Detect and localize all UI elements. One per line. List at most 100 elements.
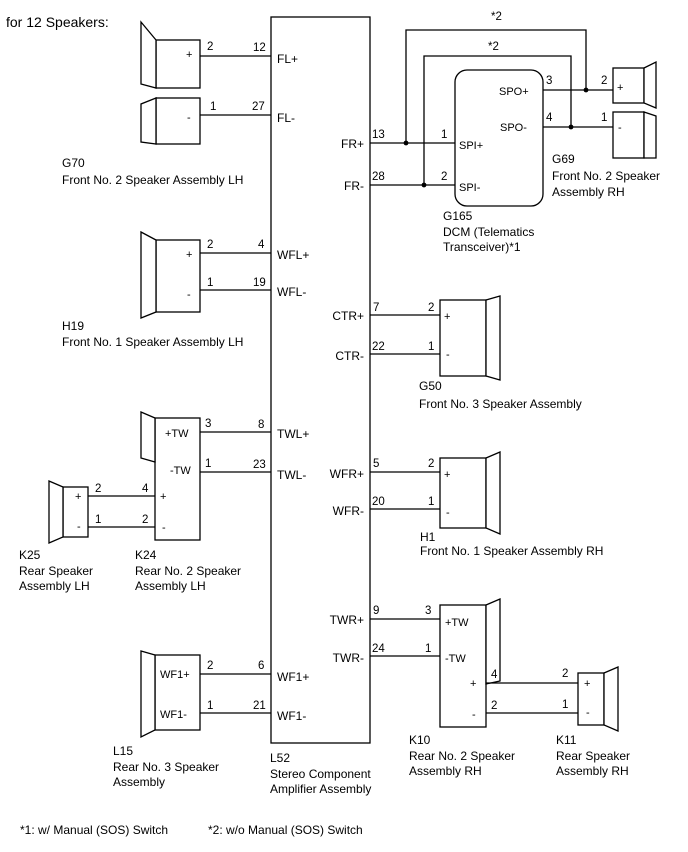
amp-name-line1: Stereo Component (270, 767, 371, 781)
speaker-g69: + - (612, 60, 657, 159)
speaker-g70-magnet-lower (155, 97, 201, 145)
amp-pin-19: 19 (253, 277, 266, 289)
speaker-h19: + - (140, 230, 201, 319)
terminal-fl-minus: FL- (277, 111, 295, 125)
junction-fr-minus (421, 182, 427, 188)
k25-name-line1: Rear Speaker (19, 564, 93, 578)
k10-pin-3: 3 (425, 605, 431, 617)
h1-pin-1: 1 (428, 496, 434, 508)
h1-name: Front No. 1 Speaker Assembly RH (420, 544, 603, 558)
l15-wf1-minus-symbol: WF1- (160, 709, 187, 721)
k24-pin-3: 3 (205, 418, 211, 430)
amp-pin-27: 27 (252, 101, 265, 113)
amp-pin-4: 4 (258, 239, 265, 251)
k11-name-line1: Rear Speaker (556, 749, 630, 763)
h19-id: H19 (62, 319, 84, 333)
terminal-wfr-minus: WFR- (333, 504, 364, 518)
speaker-g50: + - (439, 295, 501, 381)
k11-pin-1: 1 (562, 699, 568, 711)
k24-id: K24 (135, 548, 157, 562)
g70-name: Front No. 2 Speaker Assembly LH (62, 173, 243, 187)
k24-name-line2: Assembly LH (135, 579, 206, 593)
g165-id: G165 (443, 209, 473, 223)
g50-plus-symbol: + (444, 311, 450, 323)
k25-pin-2: 2 (95, 483, 101, 495)
k10-tw-minus-symbol: -TW (445, 653, 466, 665)
k10-pin-2: 2 (491, 700, 497, 712)
terminal-fr-plus: FR+ (341, 137, 364, 151)
terminal-fl-plus: FL+ (277, 52, 298, 66)
junction-fr-plus (403, 140, 409, 146)
h19-minus-symbol: - (187, 289, 191, 301)
amp-pin-23: 23 (253, 459, 266, 471)
footnote-2: *2: w/o Manual (SOS) Switch (208, 823, 363, 837)
l15-id: L15 (113, 744, 133, 758)
k24-name-line1: Rear No. 2 Speaker (135, 564, 241, 578)
bypass-mark-2: *2 (488, 41, 499, 53)
g70-pin-2: 2 (207, 41, 213, 53)
amp-pin-6: 6 (258, 660, 264, 672)
dcm-g165-box (454, 69, 544, 207)
speaker-g69-cone-upper (643, 60, 657, 109)
g165-name-line2: Transceiver)*1 (443, 240, 521, 254)
amp-pin-13: 13 (372, 129, 385, 141)
footnote-1: *1: w/ Manual (SOS) Switch (20, 823, 168, 837)
terminal-wfl-minus: WFL- (277, 285, 306, 299)
g69-pin-1: 1 (601, 112, 607, 124)
k11-name-line2: Assembly RH (556, 764, 629, 778)
g50-id: G50 (419, 379, 442, 393)
h19-plus-symbol: + (186, 249, 192, 261)
k24-pin-2: 2 (142, 514, 148, 526)
speaker-k24-body (154, 417, 201, 541)
amp-left-terminals: FL+ FL- WFL+ WFL- TWL+ TWL- WF1+ WF1- (277, 52, 309, 723)
h1-id: H1 (420, 530, 436, 544)
k10-name-line2: Assembly RH (409, 764, 482, 778)
k24-plus-symbol: + (160, 491, 166, 503)
speaker-k10: +TW -TW + - (439, 598, 501, 728)
speaker-h19-cone (140, 230, 157, 319)
speaker-k11-cone (603, 666, 619, 732)
speaker-h1-cone (485, 451, 501, 535)
h1-minus-symbol: - (446, 507, 450, 519)
speaker-g70-magnet (155, 39, 201, 89)
amp-pin-9: 9 (373, 605, 379, 617)
g69-pin-2: 2 (601, 75, 607, 87)
g50-minus-symbol: - (446, 349, 450, 361)
l15-name-line2: Assembly (113, 775, 165, 789)
g70-pin-1: 1 (210, 101, 216, 113)
amp-pin-8: 8 (258, 419, 264, 431)
g165-spi-minus: SPI- (459, 182, 481, 194)
k10-plus-symbol: + (470, 678, 476, 690)
k11-plus-symbol: + (584, 678, 590, 690)
k24-tw-minus-symbol: -TW (170, 465, 191, 477)
amp-pin-28: 28 (372, 171, 385, 183)
terminal-twl-minus: TWL- (277, 468, 306, 482)
k10-name-line1: Rear No. 2 Speaker (409, 749, 515, 763)
k24-tw-plus-symbol: +TW (165, 428, 189, 440)
g165-name-line1: DCM (Telematics (443, 225, 534, 239)
amp-pin-22: 22 (372, 341, 385, 353)
terminal-ctr-minus: CTR- (335, 349, 364, 363)
l15-name-line1: Rear No. 3 Speaker (113, 760, 219, 774)
speaker-g70-cone-lower (140, 97, 157, 145)
terminal-twr-plus: TWR+ (330, 613, 364, 627)
amp-id-label: L52 (270, 751, 290, 765)
terminal-fr-minus: FR- (344, 179, 364, 193)
terminal-wf1-minus: WF1- (277, 709, 306, 723)
k24-pin-1: 1 (205, 458, 211, 470)
g69-minus-symbol: - (618, 122, 622, 134)
h1-pin-2: 2 (428, 458, 434, 470)
speaker-g70-cone-upper (140, 20, 157, 89)
terminal-wfr-plus: WFR+ (330, 467, 364, 481)
g69-plus-symbol: + (617, 82, 623, 94)
speaker-h1-magnet (439, 457, 487, 529)
k10-pin-4: 4 (491, 669, 498, 681)
speaker-k24-tweeter-cone (140, 411, 156, 463)
speaker-h19-magnet (155, 239, 201, 313)
amp-pin-20: 20 (372, 496, 385, 508)
g50-pin-1: 1 (428, 341, 434, 353)
bypass-wire-minus (423, 55, 572, 185)
g165-spi-plus: SPI+ (459, 140, 483, 152)
amp-right-terminals: FR+ FR- CTR+ CTR- WFR+ WFR- TWR+ TWR- (330, 137, 364, 665)
